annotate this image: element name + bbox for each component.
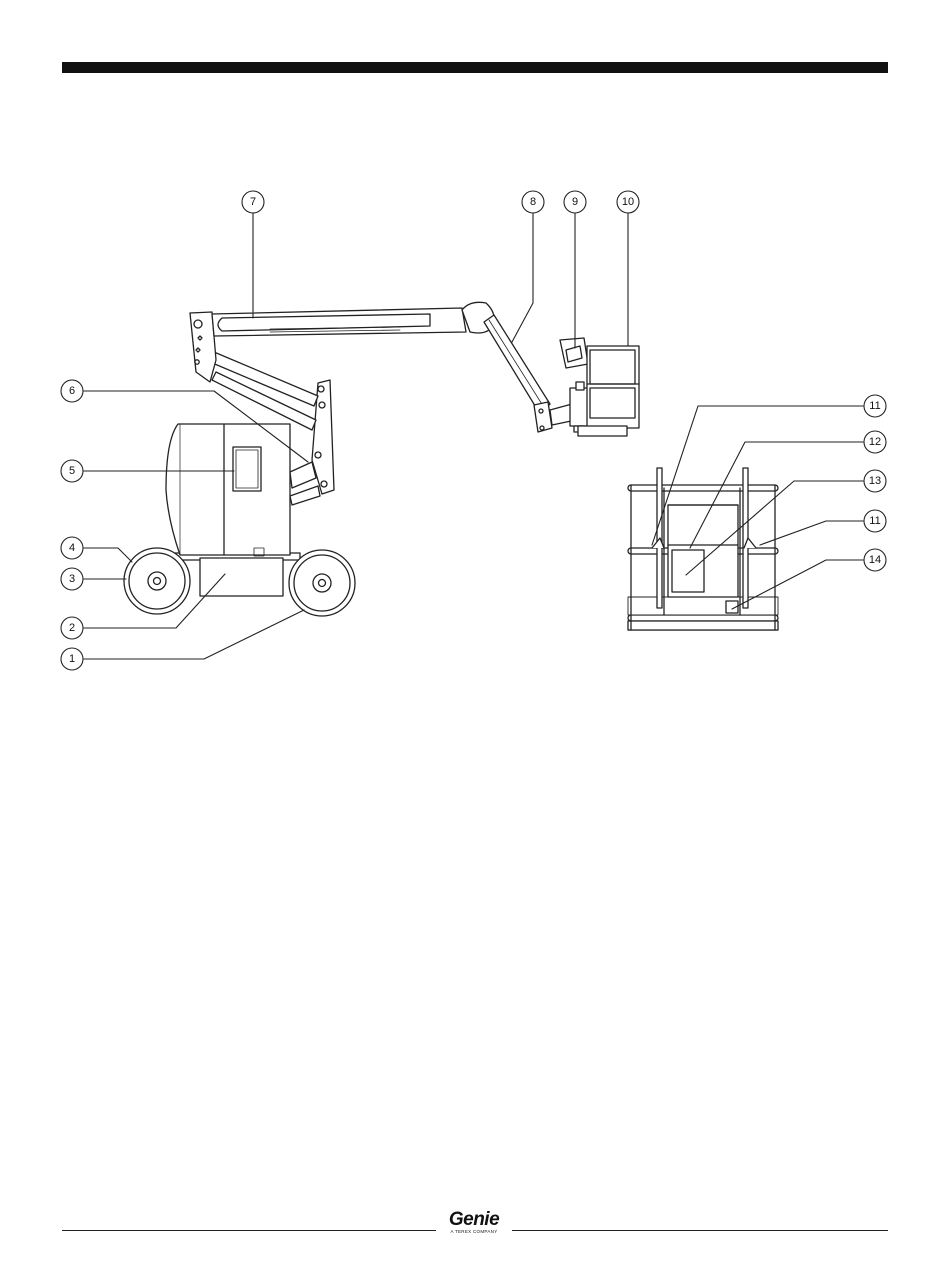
callout-1: 1 xyxy=(69,653,75,665)
genie-logo: Genie A TEREX COMPANY xyxy=(436,1210,512,1240)
turntable-decal xyxy=(233,447,261,491)
callout-2: 2 xyxy=(69,622,75,634)
right-wheel xyxy=(289,550,355,616)
primary-boom xyxy=(212,308,466,336)
callout-7: 7 xyxy=(250,196,256,208)
callout-5: 5 xyxy=(69,465,75,477)
footer-rule-right xyxy=(512,1230,888,1231)
callout-9: 9 xyxy=(572,196,578,208)
callout-12: 12 xyxy=(869,436,881,448)
chassis-decal-panel xyxy=(200,558,283,596)
logo-tagline: A TEREX COMPANY xyxy=(436,1229,512,1235)
turntable-cover xyxy=(166,424,290,555)
callout-11b: 11 xyxy=(869,515,880,527)
callout-4: 4 xyxy=(69,542,75,554)
platform-side xyxy=(587,346,639,428)
platform-control-box xyxy=(560,338,588,368)
logo-wordmark: Genie xyxy=(436,1210,512,1229)
callout-11a: 11 xyxy=(869,400,880,412)
machine-side-view xyxy=(124,302,639,616)
footer-rule-left xyxy=(62,1230,436,1231)
left-wheel xyxy=(124,548,190,614)
callout-13: 13 xyxy=(869,475,881,487)
platform-front-view xyxy=(628,468,778,630)
callout-10: 10 xyxy=(622,196,634,208)
callout-6: 6 xyxy=(69,385,75,397)
callout-3: 3 xyxy=(69,573,75,585)
callout-14: 14 xyxy=(869,554,881,566)
callout-8: 8 xyxy=(530,196,536,208)
platform-decal-13 xyxy=(672,550,704,592)
